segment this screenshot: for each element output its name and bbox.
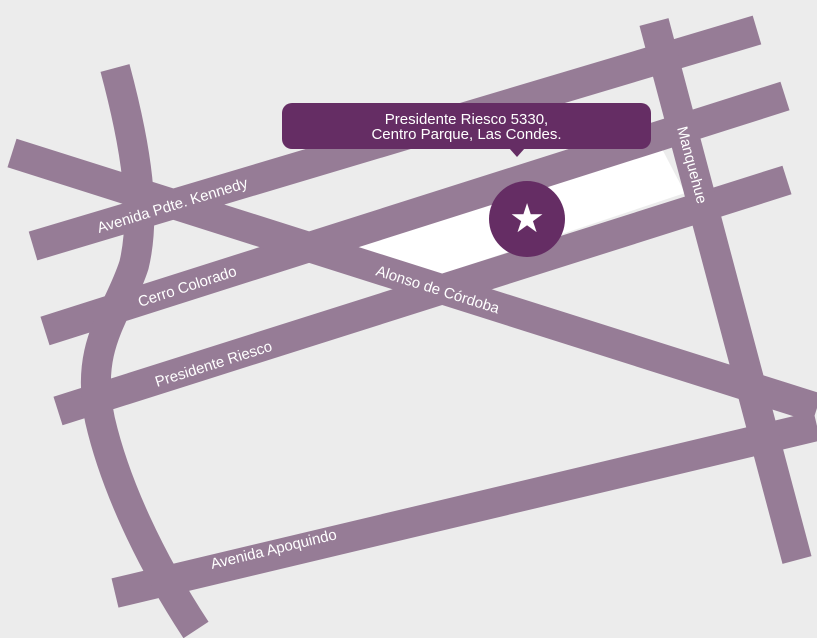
location-marker[interactable]: ★: [489, 181, 565, 257]
road-apoquindo: [111, 411, 817, 608]
star-icon: ★: [509, 197, 545, 241]
address-line-1: Presidente Riesco 5330,: [384, 111, 549, 128]
road-cerro-colorado: [40, 81, 790, 346]
callout-pointer: [509, 148, 525, 157]
road-left-curve: [80, 64, 209, 638]
road-manquehue: [639, 18, 812, 564]
address-callout: Presidente Riesco 5330, Centro Parque, L…: [282, 103, 651, 149]
address-line-2: Centro Parque, Las Condes.: [371, 126, 562, 143]
